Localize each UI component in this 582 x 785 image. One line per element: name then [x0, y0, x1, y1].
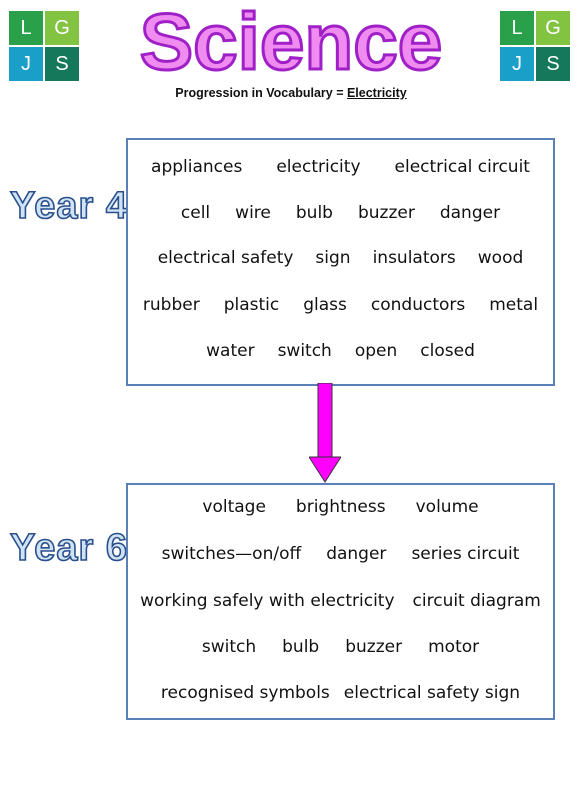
year6-word-row: voltage brightness volume [128, 497, 553, 517]
vocab-word: switch [277, 341, 332, 361]
school-logo-right: L G J S [500, 11, 570, 81]
vocab-word: buzzer [357, 203, 415, 223]
vocab-word: rubber [142, 295, 200, 315]
page-title: Science [138, 0, 443, 88]
vocab-word: circuit diagram [412, 591, 541, 611]
vocab-word: wood [477, 248, 524, 268]
vocab-word: switches—on/off [161, 544, 302, 564]
year6-word-row: switches—on/off danger series circuit [128, 544, 553, 564]
vocab-word: electrical safety sign [343, 683, 521, 703]
year6-vocab-box: voltage brightness volume switches—on/off da… [126, 483, 555, 720]
subtitle-prefix: Progression in Vocabulary = [175, 86, 347, 100]
page-subtitle: Progression in Vocabulary = Electricity [0, 86, 582, 100]
vocab-word: electrical safety [157, 248, 294, 268]
logo-cell-g: G [45, 11, 79, 45]
year4-vocab-box: appliances electricity electrical circuit c… [126, 138, 555, 386]
vocab-word: volume [415, 497, 479, 517]
year4-label: Year 4 [9, 184, 128, 228]
vocab-word: brightness [295, 497, 386, 517]
vocab-word: bulb [282, 637, 320, 657]
vocab-word: working safely with electricity [140, 591, 395, 611]
school-logo-left: L G J S [9, 11, 79, 81]
vocab-word: buzzer [345, 637, 403, 657]
logo-cell-j: J [9, 47, 43, 81]
logo-cell-j: J [500, 47, 534, 81]
year6-label: Year 6 [9, 526, 128, 570]
year6-word-row: recognised symbols electrical safety sign [128, 683, 553, 703]
arrow-down-icon [309, 383, 341, 483]
vocab-word: wire [235, 203, 271, 223]
vocab-word: glass [303, 295, 347, 315]
vocab-word: appliances [151, 157, 243, 177]
year4-word-row: cell wire bulb buzzer danger [128, 203, 553, 223]
logo-cell-s: S [536, 47, 570, 81]
logo-cell-s: S [45, 47, 79, 81]
year4-word-row: appliances electricity electrical circuit [128, 157, 553, 177]
vocab-word: closed [420, 341, 475, 361]
vocab-word: conductors [370, 295, 466, 315]
logo-cell-l: L [500, 11, 534, 45]
vocab-word: switch [201, 637, 257, 657]
year4-word-row: water switch open closed [128, 341, 553, 361]
vocab-word: recognised symbols [160, 683, 330, 703]
logo-cell-g: G [536, 11, 570, 45]
vocab-word: open [354, 341, 398, 361]
logo-cell-l: L [9, 11, 43, 45]
year6-word-row: working safely with electricity circuit d… [128, 591, 553, 611]
vocab-word: danger [326, 544, 387, 564]
year6-word-row: switch bulb buzzer motor [128, 637, 553, 657]
vocab-word: insulators [372, 248, 456, 268]
subtitle-topic: Electricity [346, 86, 407, 100]
vocab-word: water [206, 341, 255, 361]
vocab-word: motor [428, 637, 480, 657]
vocab-word: cell [180, 203, 211, 223]
vocab-word: danger [439, 203, 501, 223]
vocab-word: electrical circuit [394, 157, 530, 177]
vocab-word: sign [315, 248, 351, 268]
vocab-word: metal [489, 295, 539, 315]
vocab-word: bulb [295, 203, 333, 223]
vocab-word: plastic [223, 295, 280, 315]
year4-word-row: electrical safety sign insulators wood [128, 248, 553, 268]
vocab-word: electricity [276, 157, 361, 177]
vocab-word: voltage [202, 497, 266, 517]
year4-word-row: rubber plastic glass conductors metal [128, 295, 553, 315]
vocab-word: series circuit [411, 544, 520, 564]
